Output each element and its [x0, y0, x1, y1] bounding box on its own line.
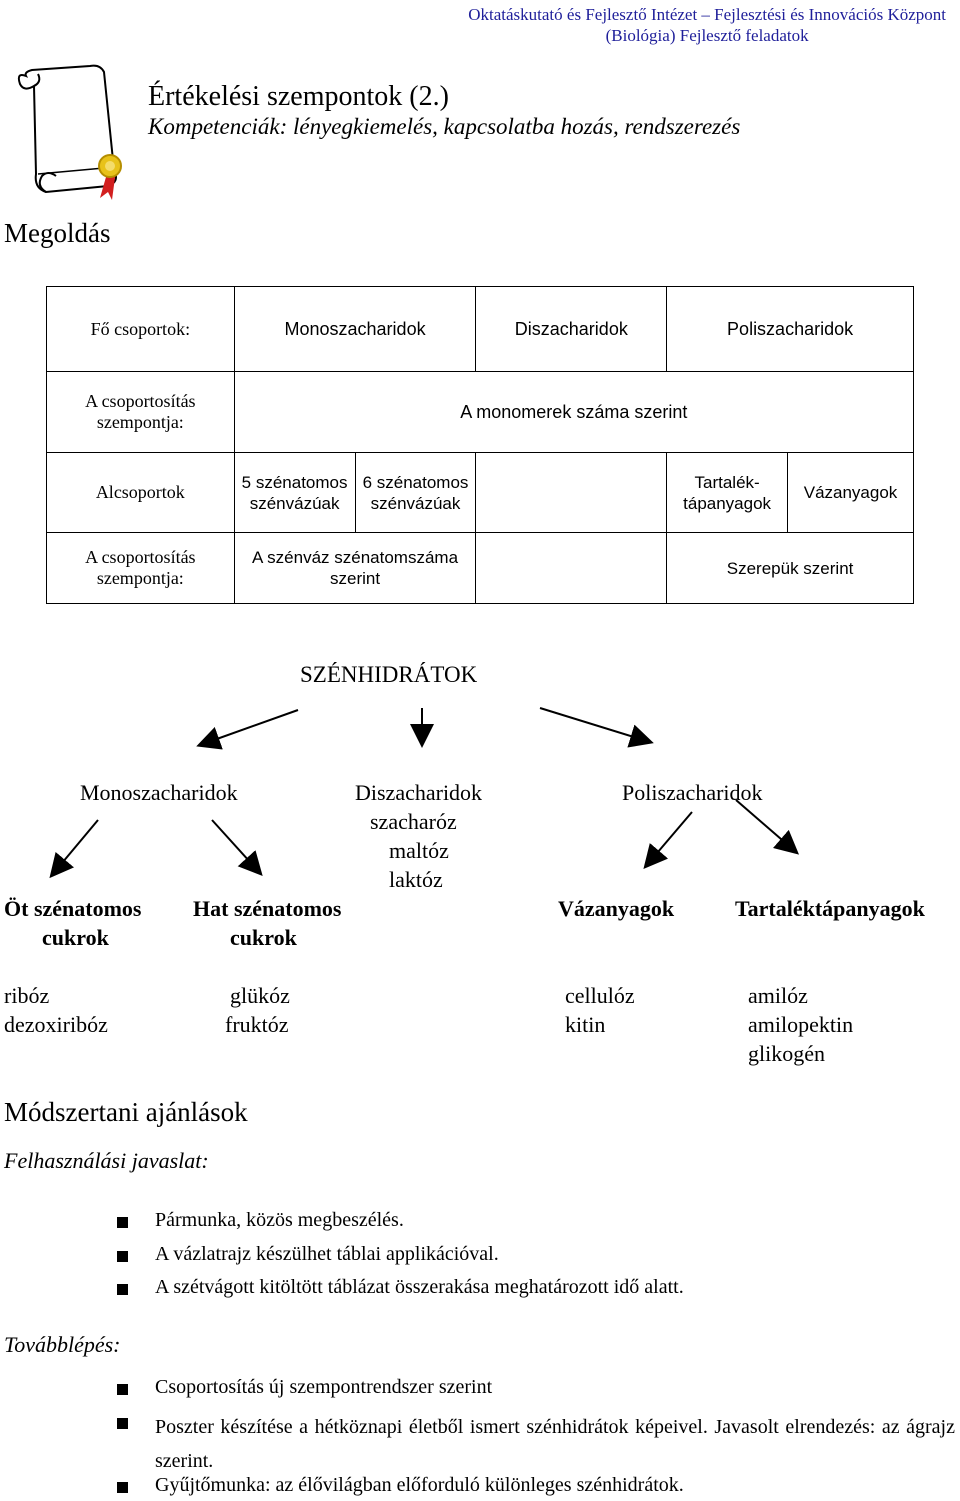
five-example: dezoxiribóz [4, 1012, 108, 1037]
criterion-main: A monomerek száma szerint [233, 371, 915, 453]
diagram-five-2: cukrok [42, 925, 109, 950]
five-example: ribóz [4, 983, 50, 1008]
scroll-award-icon [17, 64, 122, 200]
header-line-1: Oktatáskutató és Fejlesztő Intézet – Fej… [468, 5, 946, 24]
six-example: fruktóz [225, 1012, 289, 1037]
table-row: Fő csoportok: Monoszacharidok Diszachari… [46, 286, 914, 372]
cell-poly: Poliszacharidok [666, 286, 914, 372]
cell-storage: Tartalék-tápanyagok [666, 452, 789, 533]
di-example: laktóz [389, 867, 443, 892]
struct-example: kitin [565, 1012, 606, 1037]
table-row: Alcsoportok 5 szénatomos szénvázúak 6 sz… [46, 452, 914, 533]
di-example: maltóz [389, 838, 449, 863]
criterion-carbon: A szénváz szénatomszáma szerint [233, 532, 477, 604]
diagram-root: SZÉNHIDRÁTOK [300, 662, 478, 687]
diagram-storage: Tartaléktápanyagok [735, 896, 925, 921]
bullet-icon [117, 1418, 128, 1429]
arrow-to-poly [539, 707, 654, 748]
subgroups-label: Alcsoportok [46, 452, 235, 533]
page-subtitle: Kompetenciák: lényegkiemelés, kapcsolatb… [148, 114, 741, 139]
bullet-icon [117, 1217, 128, 1228]
arrow-to-storage [735, 799, 800, 855]
diagram-six: Hat szénatomos [193, 896, 342, 921]
diagram-five: Öt szénatomos [4, 896, 142, 921]
tree-arrows [49, 707, 800, 879]
table-row: A csoportosítás szempontja: A monomerek … [46, 371, 915, 453]
cell-five-carbon: 5 szénatomos szénvázúak [233, 452, 356, 533]
table-row: A csoportosítás szempontja: A szénváz sz… [46, 532, 914, 604]
bullet-icon [117, 1384, 128, 1395]
cell-structural: Vázanyagok [787, 452, 914, 533]
usage-item: A vázlatrajz készülhet táblai applikáció… [155, 1243, 499, 1265]
methods-heading: Módszertani ajánlások [4, 1097, 248, 1127]
storage-example: amilopektin [748, 1012, 854, 1037]
usage-item: A szétvágott kitöltött táblázat összerak… [155, 1276, 684, 1298]
page-header: Oktatáskutató és Fejlesztő Intézet – Fej… [468, 4, 946, 46]
di-example: szacharóz [370, 809, 457, 834]
next-label: Továbblépés: [4, 1332, 121, 1357]
arrow-to-six [211, 819, 263, 876]
bullet-icon [117, 1251, 128, 1262]
diagram-poly: Poliszacharidok [622, 780, 763, 805]
next-item: Poszter készítése a hétköznapi életből i… [155, 1416, 955, 1472]
storage-example: amilóz [748, 983, 808, 1008]
next-item: Gyűjtőmunka: az élővilágban előforduló k… [155, 1474, 684, 1496]
bullet-icon [117, 1284, 128, 1295]
struct-example: cellulóz [565, 983, 635, 1008]
classification-table: Fő csoportok: Monoszacharidok Diszachari… [46, 286, 915, 604]
usage-label: Felhasználási javaslat: [4, 1148, 209, 1173]
arrow-to-struct [643, 811, 693, 870]
diagram-struct: Vázanyagok [558, 896, 675, 921]
next-item: Csoportosítás új szempontrendszer szerin… [155, 1376, 493, 1398]
criterion-label: A csoportosítás szempontja: [46, 371, 235, 453]
cell-di: Diszacharidok [475, 286, 668, 372]
main-groups-label: Fő csoportok: [46, 286, 235, 372]
storage-example: glikogén [748, 1041, 825, 1066]
cell-empty [475, 452, 668, 533]
solution-heading: Megoldás [4, 218, 111, 248]
arrow-to-mono [196, 709, 299, 750]
diagram-mono: Monoszacharidok [80, 780, 238, 805]
criterion-role: Szerepük szerint [666, 532, 914, 604]
criterion-label-2: A csoportosítás szempontja: [46, 532, 235, 604]
six-example: glükóz [230, 983, 290, 1008]
diagram-di: Diszacharidok [355, 780, 483, 805]
arrow-to-five [49, 819, 99, 879]
usage-item: Pármunka, közös megbeszélés. [155, 1209, 404, 1231]
header-line-2: (Biológia) Fejlesztő feladatok [605, 26, 809, 45]
bullet-icon [117, 1482, 128, 1493]
cell-mono: Monoszacharidok [233, 286, 477, 372]
diagram-six-2: cukrok [230, 925, 297, 950]
cell-empty [475, 532, 668, 604]
cell-six-carbon: 6 szénatomos szénvázúak [354, 452, 477, 533]
page-title: Értékelési szempontok (2.) [148, 81, 449, 112]
